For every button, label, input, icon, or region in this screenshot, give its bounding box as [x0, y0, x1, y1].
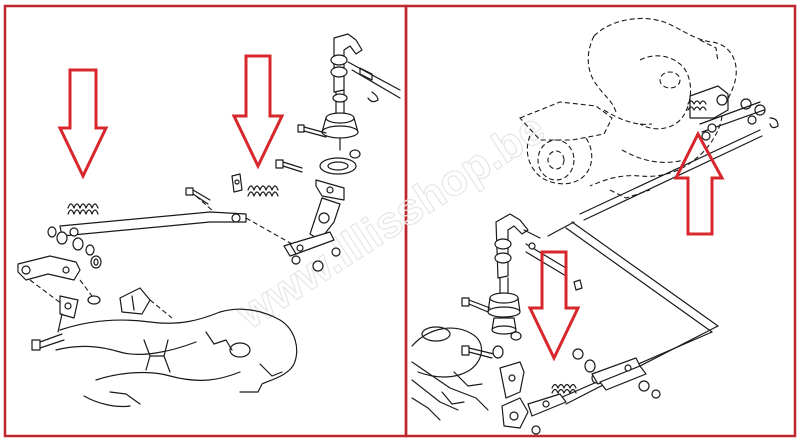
- gearbox-housing-right: [411, 326, 489, 421]
- bolt-lower-left: [31, 333, 65, 351]
- mid-linkage: [523, 229, 583, 291]
- callout-arrow-left-2: [231, 54, 285, 170]
- rod-bolt: [185, 187, 211, 205]
- callout-arrow-left-1: [57, 68, 109, 180]
- long-connecting-rod: [547, 129, 763, 405]
- bolt-upper: [297, 124, 327, 138]
- gearbox-housing-left: [55, 308, 298, 408]
- bolt-right-lower: [461, 345, 495, 359]
- return-spring-center: [231, 173, 279, 197]
- main-shift-rod: [59, 195, 293, 245]
- return-spring-left: [67, 203, 99, 215]
- differential-housing: [519, 17, 737, 199]
- bolt-middle: [275, 159, 303, 173]
- lower-shift-rod-right: [551, 357, 647, 394]
- rod-clamp: [119, 287, 173, 319]
- shift-lever-assembly-right: [487, 213, 529, 335]
- right-panel: [411, 17, 779, 435]
- callout-arrow-right-down: [527, 250, 581, 362]
- selector-bracket: [283, 179, 345, 272]
- selector-bracket-right: [499, 361, 567, 429]
- callout-arrow-right-up: [673, 130, 725, 236]
- left-panel: [17, 33, 401, 408]
- shift-lever-assembly: [319, 33, 363, 175]
- right-panel-frame: [404, 4, 797, 438]
- diff-shift-linkage: [687, 85, 779, 141]
- washers-left: [47, 226, 102, 269]
- shift-rod-top: [347, 61, 401, 103]
- bolt-right-upper: [461, 297, 491, 313]
- lower-linkage-left: [17, 255, 101, 333]
